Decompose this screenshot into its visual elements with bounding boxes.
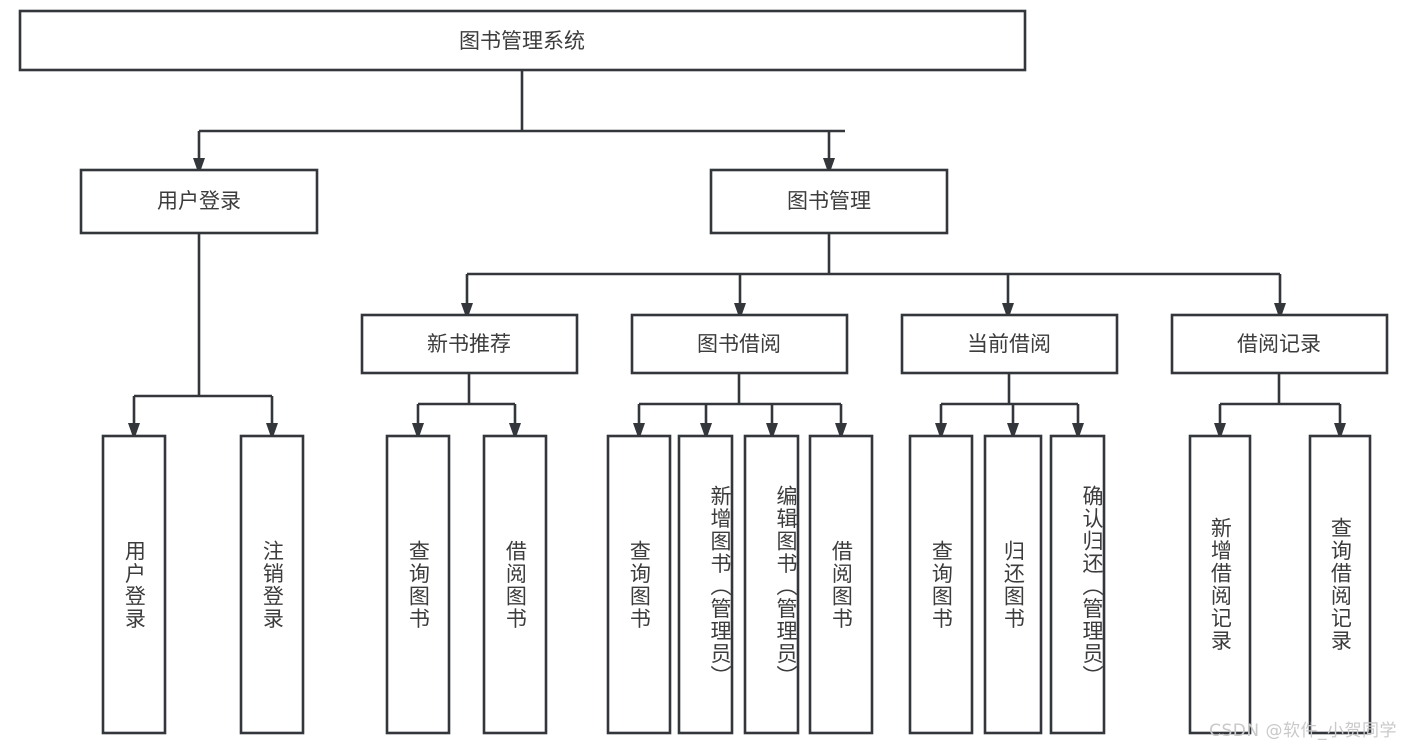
leaf-box-query-book-3[interactable] <box>908 434 974 735</box>
connector-group-borrow-record <box>1214 373 1346 440</box>
node-user-login-box <box>79 168 319 235</box>
arrowhead-leaf-return-book <box>1007 423 1019 440</box>
node-root[interactable]: 图书管理系统 <box>18 9 1027 72</box>
node-borrow-record-label: 借阅记录 <box>1237 332 1321 356</box>
node-new-book-recommend[interactable]: 新书推荐 <box>360 313 579 375</box>
leaf-box-confirm-return-admin[interactable] <box>1049 434 1106 735</box>
node-current-borrow-box <box>900 313 1119 375</box>
node-new-book-recommend-box <box>360 313 579 375</box>
node-root-label: 图书管理系统 <box>459 29 585 53</box>
arrowhead-leaf-query-book-3 <box>935 423 947 440</box>
leaf-box-borrow-book-1[interactable] <box>482 434 548 735</box>
arrowhead-user-login <box>193 158 205 175</box>
arrowhead-borrow-record <box>1274 303 1286 320</box>
connector-group-book-borrow <box>633 373 847 440</box>
arrowhead-leaf-query-book-2 <box>633 423 645 440</box>
arrowhead-leaf-borrow-book-2 <box>835 423 847 440</box>
leaf-box-add-borrow-record[interactable] <box>1188 434 1252 735</box>
node-new-book-recommend-label: 新书推荐 <box>427 332 511 356</box>
node-book-management-box <box>709 168 949 235</box>
leaf-box-query-book-1[interactable] <box>385 434 451 735</box>
connector-group-current-borrow <box>935 373 1084 440</box>
arrowhead-book-mgmt <box>823 158 835 175</box>
node-book-borrow[interactable]: 图书借阅 <box>630 313 849 375</box>
arrowhead-leaf-query-record <box>1334 423 1346 440</box>
arrowhead-leaf-edit-book <box>766 423 778 440</box>
connector-group-user-login <box>128 233 278 440</box>
arrowhead-leaf-add-record <box>1214 423 1226 440</box>
arrowhead-new-book <box>461 303 473 320</box>
node-borrow-record[interactable]: 借阅记录 <box>1170 313 1389 375</box>
leaf-box-add-book-admin[interactable] <box>677 434 734 735</box>
node-user-login-label: 用户登录 <box>157 189 241 213</box>
node-current-borrow[interactable]: 当前借阅 <box>900 313 1119 375</box>
node-borrow-record-box <box>1170 313 1389 375</box>
leaf-box-query-borrow-record[interactable] <box>1308 434 1372 735</box>
connector-group-book-mgmt <box>461 233 1286 320</box>
leaf-box-user-login[interactable] <box>101 434 167 735</box>
arrowhead-leaf-user-login <box>128 423 140 440</box>
leaf-box-logout[interactable] <box>239 434 305 735</box>
csdn-watermark: CSDN @软件_小贺同学 <box>1209 721 1397 741</box>
arrowhead-leaf-confirm-return <box>1072 423 1084 440</box>
arrowhead-leaf-add-book <box>700 423 712 440</box>
node-book-borrow-label: 图书借阅 <box>697 332 781 356</box>
arrowhead-leaf-query-book-1 <box>412 423 424 440</box>
node-book-management[interactable]: 图书管理 <box>709 168 949 235</box>
leaf-box-borrow-book-2[interactable] <box>808 434 874 735</box>
node-book-management-label: 图书管理 <box>787 189 871 213</box>
connector-group-new-book <box>412 373 521 440</box>
arrowhead-current-borrow <box>1002 303 1014 320</box>
leaf-box-edit-book-admin[interactable] <box>743 434 800 735</box>
node-root-box <box>18 9 1027 72</box>
connector-group-root <box>193 70 845 175</box>
arrowhead-borrow <box>734 303 746 320</box>
leaf-box-return-book[interactable] <box>983 434 1043 735</box>
arrowhead-leaf-borrow-book-1 <box>509 423 521 440</box>
leaf-boxes <box>101 434 1372 735</box>
arrowhead-leaf-logout <box>266 423 278 440</box>
node-current-borrow-label: 当前借阅 <box>967 332 1051 356</box>
node-book-borrow-box <box>630 313 849 375</box>
leaf-box-query-book-2[interactable] <box>606 434 672 735</box>
node-user-login[interactable]: 用户登录 <box>79 168 319 235</box>
